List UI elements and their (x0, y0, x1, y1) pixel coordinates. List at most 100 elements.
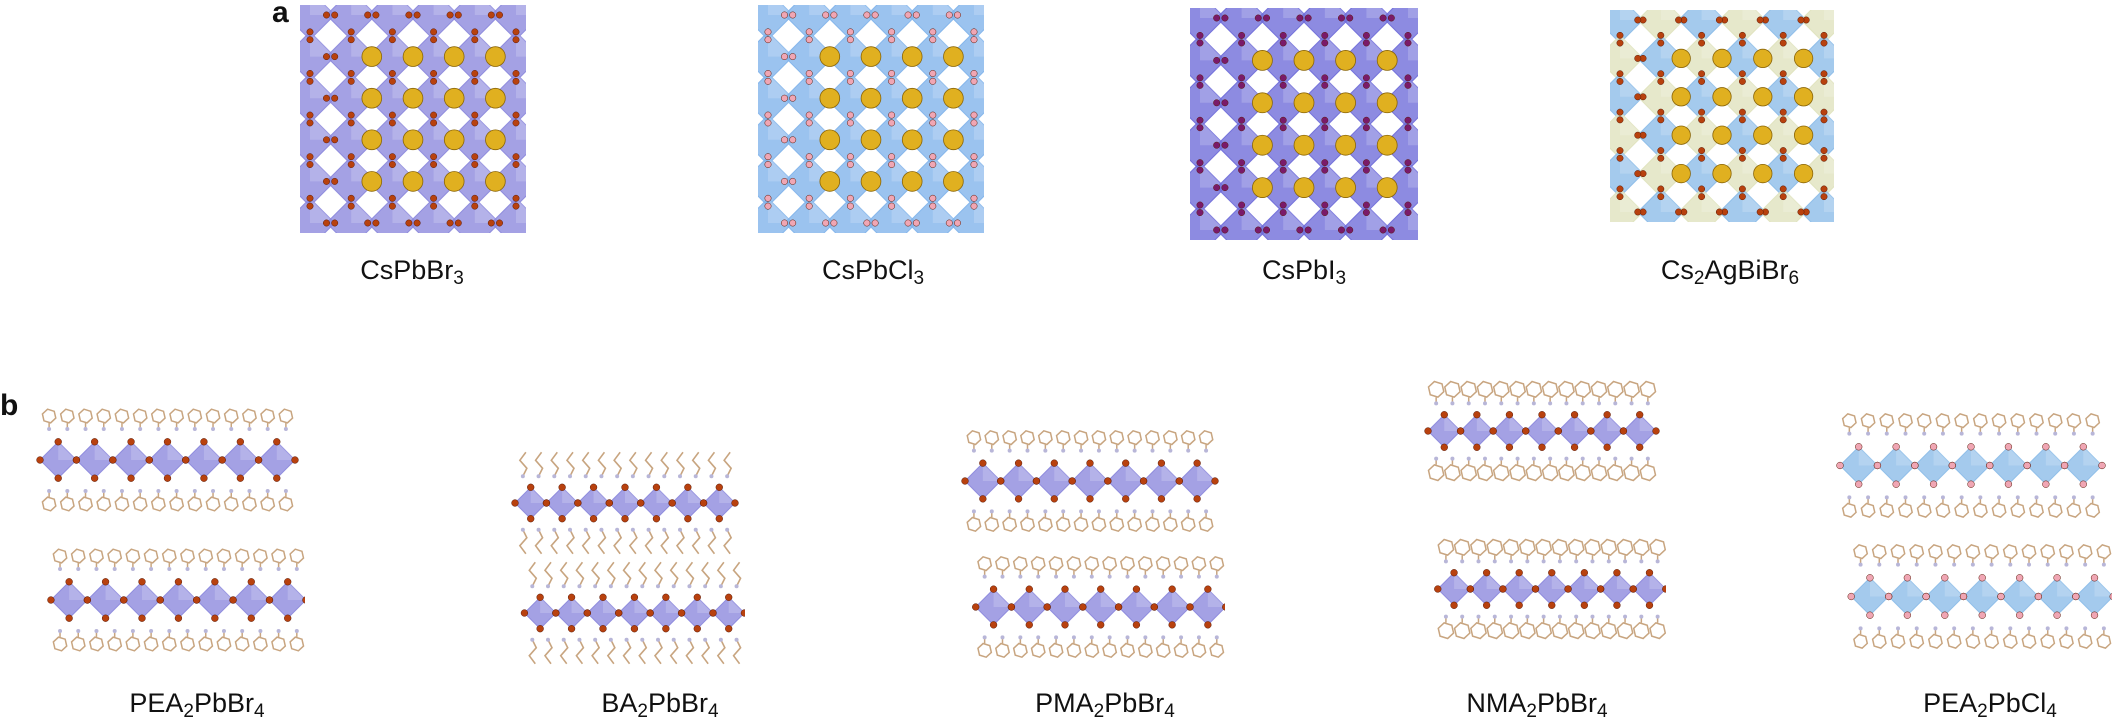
octahedra-sheet (50, 581, 305, 619)
nitrogen-atom (646, 474, 651, 479)
nitrogen-atom (294, 628, 299, 633)
halide-atom (1440, 411, 1448, 419)
nitrogen-atom (1597, 456, 1601, 461)
halide-atom (1515, 569, 1523, 577)
octahedron-facet (768, 73, 793, 99)
halide-atom (2034, 592, 2043, 601)
halide-atom (1657, 108, 1665, 116)
halide-atom (471, 111, 479, 119)
nitrogen-atom (1959, 431, 1964, 436)
halide-atom (789, 53, 797, 61)
halide-atom (1616, 31, 1624, 39)
nitrogen-atom (1434, 456, 1439, 461)
octahedron-facet (351, 198, 376, 223)
nitrogen-atom (725, 527, 730, 532)
halide-atom (1652, 427, 1660, 435)
organic-chain (669, 639, 679, 665)
organic-chain (701, 639, 711, 665)
halide-atom (1213, 14, 1221, 22)
organic-ring (1927, 633, 1943, 649)
octahedron-facet (1933, 446, 1953, 466)
halide-atom (265, 596, 274, 604)
halide-atom (1404, 116, 1412, 124)
octahedron (907, 197, 959, 233)
cation-atom (1793, 163, 1814, 184)
halide-atom (236, 474, 245, 482)
octahedron (1215, 204, 1268, 240)
halide-atom (789, 94, 797, 102)
nitrogen-atom (1970, 626, 1975, 631)
octahedron-facet (94, 441, 113, 460)
halide-atom (331, 94, 339, 102)
nitrogen-atom (247, 488, 252, 493)
organic-ring (1137, 642, 1153, 659)
halide-atom (1346, 14, 1354, 22)
cspbcl3-structure (758, 5, 984, 233)
organic-ring (1541, 464, 1559, 482)
nitrogen-atom (640, 637, 645, 642)
organic-ring (1066, 555, 1082, 572)
octahedron-facet (1701, 73, 1725, 97)
octahedron-facet (603, 597, 619, 613)
halide-atom (1580, 569, 1588, 577)
halide-atom (1619, 427, 1628, 435)
octahedron-facet (1824, 112, 1834, 136)
nitrogen-atom (2083, 562, 2088, 567)
halide-atom (970, 161, 978, 168)
octahedron-facet (809, 198, 834, 223)
organic-ring (966, 429, 982, 446)
caption-subscript: 4 (1597, 701, 1608, 722)
halide-atom (2079, 443, 2087, 451)
halide-atom (805, 194, 813, 202)
halide-atom (1279, 209, 1287, 217)
halide-atom (347, 119, 355, 127)
octahedron-facet (310, 198, 335, 223)
halide-atom (430, 194, 438, 202)
halide-atom (970, 28, 978, 36)
halide-atom (1779, 70, 1787, 78)
cation-atom (1252, 177, 1273, 198)
organic-ring (1841, 502, 1857, 518)
panel-label-a: a (272, 0, 289, 29)
halide-atom (1139, 477, 1148, 485)
organic-ring (2028, 413, 2045, 429)
nitrogen-atom (1606, 614, 1611, 619)
nitrogen-atom (1460, 614, 1465, 619)
organic-ring (1525, 464, 1543, 482)
nitrogen-atom (240, 628, 245, 633)
organic-ring (107, 636, 123, 652)
organic-ring (1954, 502, 1970, 518)
nitrogen-atom (283, 488, 288, 493)
nitrogen-atom (2090, 495, 2095, 500)
organic-ring (1476, 380, 1494, 398)
nitrogen-atom (552, 527, 557, 532)
organic-ring (1525, 380, 1543, 398)
halide-atom (888, 161, 896, 168)
nitrogen-atom (1655, 559, 1660, 564)
halide-atom (1675, 208, 1683, 216)
octahedron-facet (287, 581, 305, 600)
nitrogen-atom (1877, 626, 1882, 631)
cation-atom (1753, 87, 1773, 107)
halide-atom (1929, 443, 1938, 451)
organic-ring (994, 642, 1011, 659)
halide-atom (1738, 185, 1746, 193)
nitrogen-atom (624, 637, 629, 642)
octahedron-facet (974, 115, 984, 140)
halide-atom (764, 202, 772, 210)
nitrogen-atom (1515, 456, 1520, 461)
halide-atom (1797, 16, 1805, 24)
halide-atom (1068, 477, 1076, 485)
halide-atom (929, 161, 937, 168)
organic-chain (575, 561, 585, 587)
organic-ring (1012, 555, 1028, 572)
organic-layer (41, 408, 294, 512)
halide-atom (1499, 585, 1507, 593)
halide-atom (1698, 70, 1706, 78)
nitrogen-atom (2064, 562, 2069, 567)
organic-ring (41, 496, 57, 512)
halide-atom (1505, 443, 1514, 451)
halide-atom (2098, 461, 2106, 470)
panel-label-b: b (0, 389, 19, 422)
organic-ring (1084, 555, 1100, 572)
